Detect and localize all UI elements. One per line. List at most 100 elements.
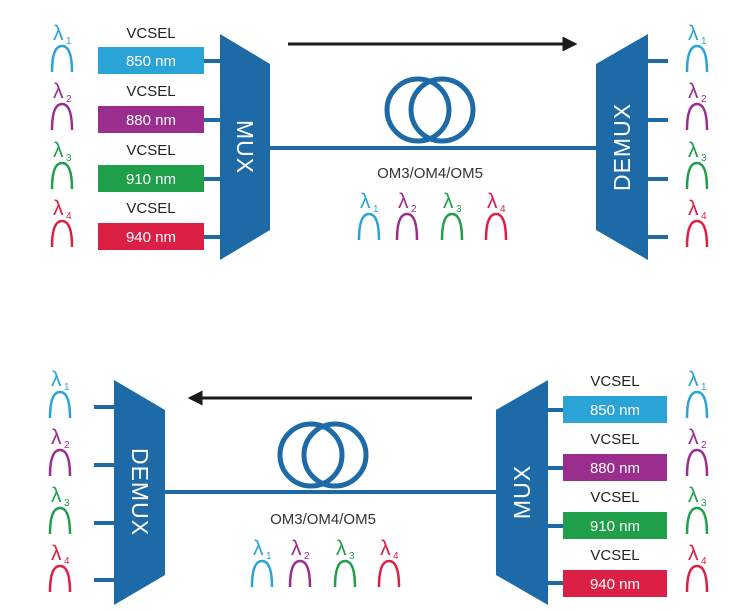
wavelength-label: 850 nm <box>590 402 640 419</box>
spectrum-curve-icon <box>288 559 312 588</box>
lambda-icon-2: λ 2 <box>685 80 709 131</box>
vcsel-label: VCSEL <box>126 200 175 217</box>
lambda-subscript: 4 <box>64 556 70 567</box>
vcsel-source-3: VCSEL 910 nm <box>548 489 667 539</box>
lambda-subscript: 2 <box>64 440 70 451</box>
vcsel-label: VCSEL <box>126 25 175 42</box>
lambda-icon-1: λ 1 <box>48 368 72 419</box>
lambda-symbol: λ <box>360 190 371 213</box>
lambda-subscript: 4 <box>701 211 707 222</box>
lambda-icon-2: λ 2 <box>288 537 312 588</box>
lambda-symbol: λ <box>688 139 699 162</box>
lambda-icon-4: λ 4 <box>484 190 508 241</box>
lambda-symbol: λ <box>688 22 699 45</box>
lambda-symbol: λ <box>688 80 699 103</box>
wavelength-label: 910 nm <box>126 171 176 188</box>
lambda-symbol: λ <box>688 368 699 391</box>
wavelength-box <box>563 512 667 539</box>
lambda-subscript: 3 <box>456 204 462 215</box>
spectrum-curve-icon <box>395 212 419 241</box>
demux-block: DEMUX <box>114 380 165 605</box>
lambda-subscript: 1 <box>701 382 707 393</box>
lambda-symbol: λ <box>51 542 62 565</box>
mux-label: MUX <box>509 465 535 519</box>
vcsel-source-2: VCSEL 880 nm <box>548 431 667 481</box>
wavelength-box <box>563 570 667 597</box>
wavelength-box <box>98 106 204 133</box>
lambda-symbol: λ <box>336 537 347 560</box>
vcsel-label: VCSEL <box>590 373 639 390</box>
lambda-subscript: 2 <box>304 551 310 562</box>
fiber-type-label: OM3/OM4/OM5 <box>270 511 376 528</box>
lambda-symbol: λ <box>53 80 64 103</box>
spectrum-curve-icon <box>357 212 381 241</box>
fiber-type-label: OM3/OM4/OM5 <box>377 165 483 182</box>
lambda-symbol: λ <box>443 190 454 213</box>
lambda-icon-3: λ 3 <box>50 139 74 190</box>
lambda-icon-2: λ 2 <box>48 426 72 477</box>
demux-label: DEMUX <box>609 103 635 191</box>
spectrum-curve-icon <box>48 564 72 593</box>
lambda-icon-4: λ 4 <box>48 542 72 593</box>
lambda-symbol: λ <box>53 22 64 45</box>
spectrum-curve-icon <box>685 161 709 190</box>
lambda-subscript: 4 <box>393 551 399 562</box>
vcsel-label: VCSEL <box>590 489 639 506</box>
vcsel-source-4: VCSEL 940 nm <box>548 547 667 597</box>
lambda-symbol: λ <box>51 368 62 391</box>
lambda-icon-3: λ 3 <box>48 484 72 535</box>
wavelength-label: 880 nm <box>126 112 176 129</box>
demux-label: DEMUX <box>127 448 153 536</box>
wavelength-box <box>98 223 204 250</box>
spectrum-curve-icon <box>250 559 274 588</box>
lambda-symbol: λ <box>487 190 498 213</box>
lambda-subscript: 1 <box>701 36 707 47</box>
wavelength-label: 910 nm <box>590 518 640 535</box>
spectrum-curve-icon <box>685 506 709 535</box>
wavelength-label: 850 nm <box>126 53 176 70</box>
lambda-subscript: 1 <box>66 36 72 47</box>
lambda-subscript: 3 <box>701 498 707 509</box>
lambda-symbol: λ <box>688 542 699 565</box>
spectrum-curve-icon <box>50 102 74 131</box>
demux-output-lines <box>94 405 114 582</box>
lambda-subscript: 3 <box>64 498 70 509</box>
link-top: OM3/OM4/OM5 VCSEL 850 nm VCSEL 880 nm VC… <box>50 22 709 260</box>
spectrum-curve-icon <box>50 44 74 73</box>
lambda-icon-3: λ 3 <box>685 484 709 535</box>
vcsel-source-1: VCSEL 850 nm <box>98 25 222 74</box>
lambda-subscript: 4 <box>500 204 506 215</box>
spectrum-curve-icon <box>440 212 464 241</box>
wavelength-box <box>563 454 667 481</box>
wavelength-label: 880 nm <box>590 460 640 477</box>
lambda-icon-4: λ 4 <box>685 197 709 248</box>
spectrum-curve-icon <box>48 390 72 419</box>
vcsel-source-1: VCSEL 850 nm <box>548 373 667 423</box>
wavelength-box <box>563 396 667 423</box>
lambda-symbol: λ <box>688 197 699 220</box>
lambda-symbol: λ <box>291 537 302 560</box>
fiber-coil-icon <box>277 421 369 489</box>
lambda-symbol: λ <box>51 484 62 507</box>
lambda-subscript: 2 <box>701 94 707 105</box>
wavelength-box <box>98 165 204 192</box>
lambda-subscript: 3 <box>66 153 72 164</box>
lambda-icon-1: λ 1 <box>250 537 274 588</box>
lambda-subscript: 4 <box>66 211 72 222</box>
lambda-subscript: 1 <box>373 204 379 215</box>
lambda-subscript: 1 <box>64 382 70 393</box>
vcsel-source-2: VCSEL 880 nm <box>98 83 222 133</box>
spectrum-curve-icon <box>48 506 72 535</box>
vcsel-source-3: VCSEL 910 nm <box>98 142 222 192</box>
mux-block: MUX <box>220 34 270 260</box>
lambda-icon-3: λ 3 <box>333 537 357 588</box>
wavelength-box <box>98 47 204 74</box>
lambda-symbol: λ <box>51 426 62 449</box>
spectrum-curve-icon <box>685 44 709 73</box>
vcsel-label: VCSEL <box>590 431 639 448</box>
spectrum-curve-icon <box>333 559 357 588</box>
demux-block: DEMUX <box>596 34 648 260</box>
lambda-icon-3: λ 3 <box>685 139 709 190</box>
lambda-icon-4: λ 4 <box>685 542 709 593</box>
